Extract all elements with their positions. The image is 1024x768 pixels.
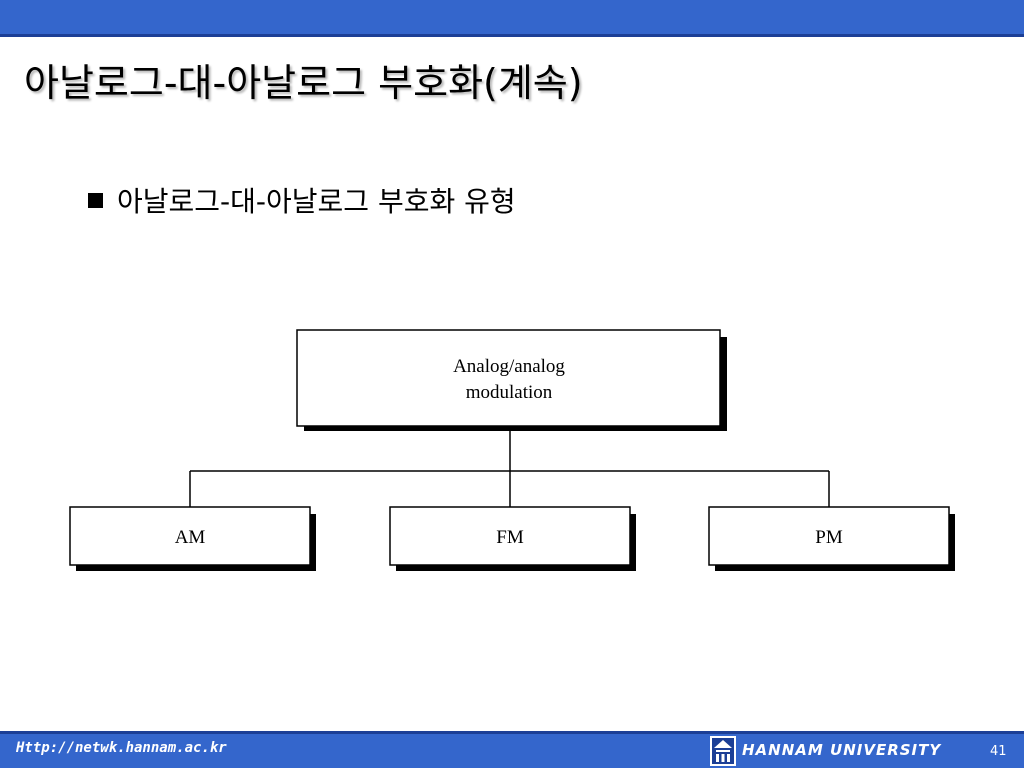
node-am: AM [69, 506, 316, 571]
footer-bar [0, 734, 1024, 768]
node-fm-label: FM [496, 527, 524, 548]
header-divider [0, 34, 1024, 37]
footer-divider [0, 731, 1024, 734]
node-fm-box [389, 506, 631, 566]
page-number: 41 [990, 744, 1007, 759]
hannam-logo-icon [710, 736, 736, 766]
university-name: HANNAM UNIVERSITY [742, 741, 942, 759]
node-root-label-line2: modulation [466, 382, 553, 403]
node-root-label-line1: Analog/analog [453, 356, 565, 377]
node-root: Analog/analog modulation [296, 329, 727, 431]
node-fm: FM [389, 506, 636, 571]
header-bar [0, 0, 1024, 34]
connector-lines [189, 426, 830, 507]
footer-url-link[interactable]: Http://netwk.hannam.ac.kr [16, 740, 227, 756]
node-am-label: AM [175, 527, 206, 548]
bullet-square-icon [88, 192, 103, 208]
bullet-text: 아날로그-대-아날로그 부호화 유형 [117, 185, 516, 218]
node-am-box [69, 506, 311, 566]
bullet-item: 아날로그-대-아날로그 부호화 유형 [88, 180, 516, 220]
node-pm-label: PM [815, 527, 843, 548]
node-pm: PM [708, 506, 955, 571]
node-pm-box [708, 506, 950, 566]
slide-title: 아날로그-대-아날로그 부호화(계속) [24, 61, 583, 105]
node-root-box [296, 329, 721, 427]
